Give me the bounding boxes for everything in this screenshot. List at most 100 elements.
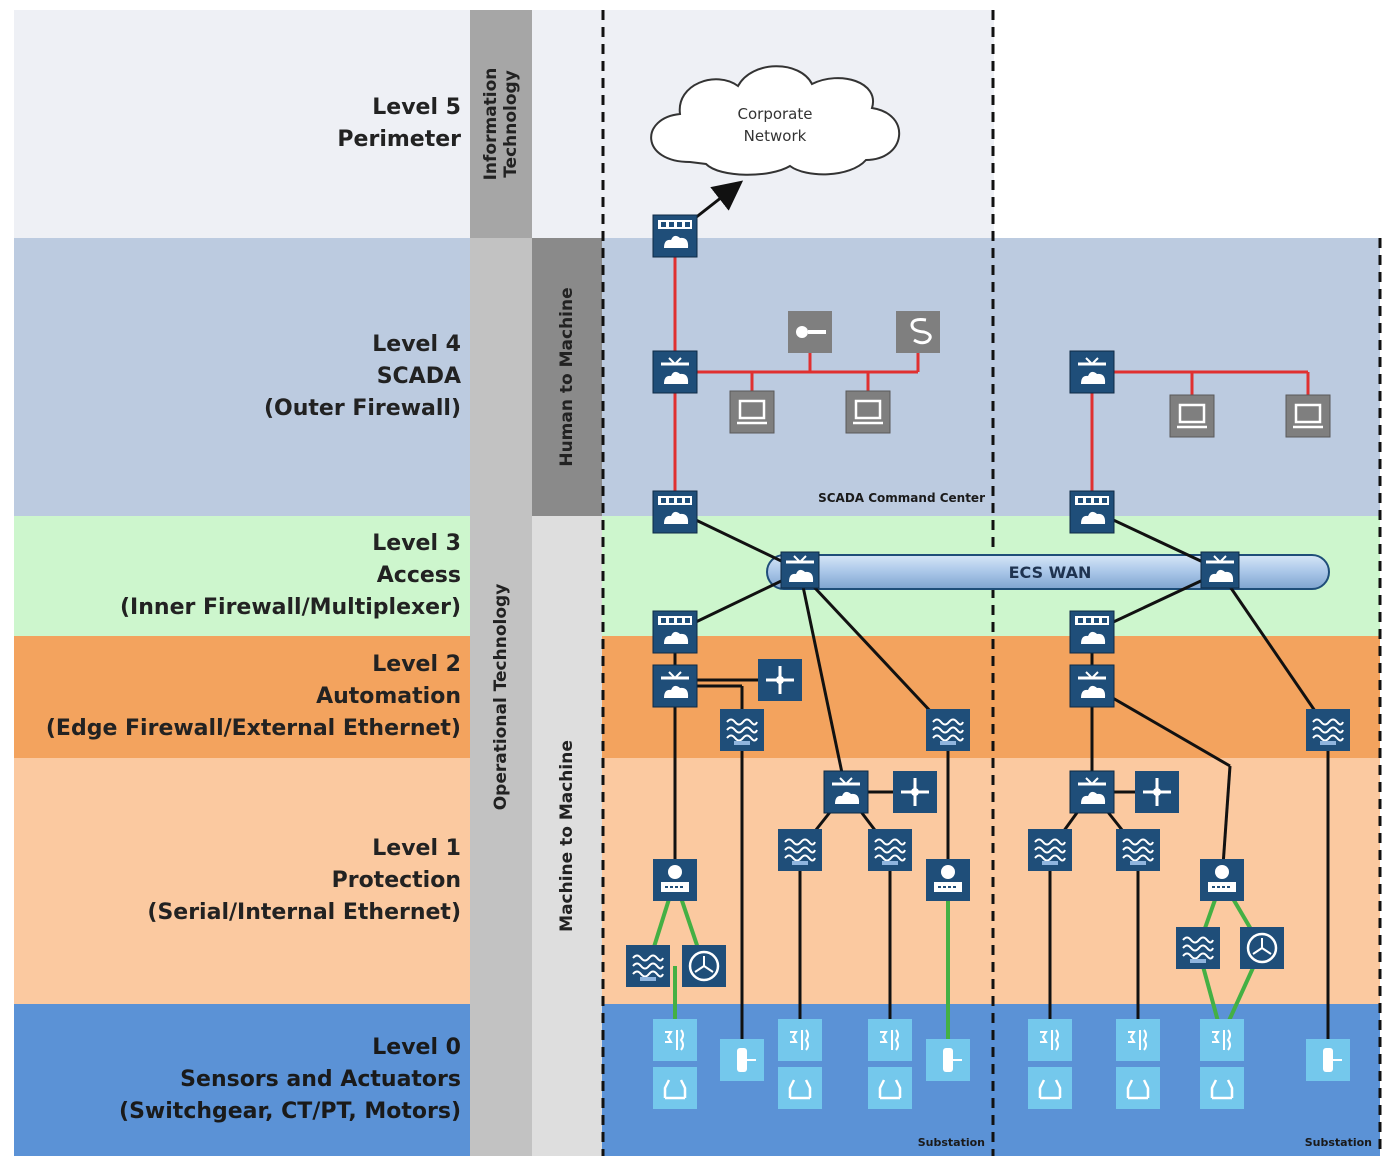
firewall-icon bbox=[652, 214, 698, 258]
level-5-label: Level 5 Perimeter bbox=[337, 92, 461, 156]
firewall-icon bbox=[652, 490, 698, 534]
wan-pipe-body bbox=[766, 554, 1330, 590]
workstation-icon bbox=[845, 390, 891, 434]
level-5-name: Perimeter bbox=[337, 127, 461, 152]
hub-icon bbox=[1135, 771, 1179, 813]
rtu-icon bbox=[653, 859, 697, 901]
workstation-icon bbox=[1169, 394, 1215, 438]
level-2-band: Level 2 Automation (Edge Firewall/Extern… bbox=[14, 636, 471, 758]
ct-sensor-icon bbox=[868, 1019, 912, 1061]
level-4-zone-bg bbox=[602, 238, 1380, 516]
ethernet-switch-icon bbox=[1116, 829, 1160, 871]
level-1-band: Level 1 Protection (Serial/Internal Ethe… bbox=[14, 758, 471, 1004]
router-icon bbox=[823, 770, 869, 814]
level-1-title: Level 1 bbox=[372, 836, 461, 861]
level-3-title: Level 3 bbox=[372, 531, 461, 556]
level-0-name: Sensors and Actuators bbox=[180, 1067, 461, 1092]
level-5-band: Level 5 Perimeter bbox=[14, 10, 471, 238]
level-3-label: Level 3 Access (Inner Firewall/Multiplex… bbox=[120, 528, 461, 624]
breaker-icon bbox=[1200, 1067, 1244, 1109]
firewall-icon bbox=[652, 610, 698, 654]
level-2-zone-bg bbox=[602, 636, 1380, 758]
rtu-icon bbox=[1200, 859, 1244, 901]
level-0-label: Level 0 Sensors and Actuators (Switchgea… bbox=[119, 1032, 461, 1128]
level-2-name: Automation bbox=[316, 684, 461, 709]
ecs-wan-pipe: ECS WAN bbox=[766, 554, 1330, 590]
level-1-detail: (Serial/Internal Ethernet) bbox=[147, 900, 461, 925]
it-spacer bbox=[532, 10, 602, 238]
level-2-label: Level 2 Automation (Edge Firewall/Extern… bbox=[46, 649, 461, 745]
substation-label-1: Substation bbox=[918, 1136, 985, 1149]
historian-icon bbox=[896, 311, 940, 353]
cloud-label-line-1: Corporate bbox=[738, 105, 813, 123]
devices-layer bbox=[626, 214, 1350, 1109]
motor-icon bbox=[720, 1039, 764, 1081]
ethernet-switch-icon bbox=[868, 829, 912, 871]
substation-label-2: Substation bbox=[1305, 1136, 1372, 1149]
router-icon bbox=[1069, 770, 1115, 814]
router-icon bbox=[652, 664, 698, 708]
level-1-label: Level 1 Protection (Serial/Internal Ethe… bbox=[147, 833, 461, 929]
router-icon bbox=[780, 551, 820, 589]
level-0-title: Level 0 bbox=[372, 1035, 461, 1060]
level-4-band: Level 4 SCADA (Outer Firewall) bbox=[14, 238, 471, 516]
operational-technology-column: Operational Technology bbox=[470, 238, 532, 1156]
network-link bbox=[1091, 684, 1231, 768]
level-4-title: Level 4 bbox=[372, 332, 461, 357]
level-0-band: Level 0 Sensors and Actuators (Switchgea… bbox=[14, 1004, 471, 1156]
level-2-title: Level 2 bbox=[372, 652, 461, 677]
firewall-icon bbox=[1069, 490, 1115, 534]
breaker-icon bbox=[1116, 1067, 1160, 1109]
clock-icon bbox=[1240, 927, 1284, 969]
workstation-icon bbox=[1285, 394, 1331, 438]
rtu-icon bbox=[926, 859, 970, 901]
scada-command-center-label: SCADA Command Center bbox=[818, 491, 985, 505]
level-1-name: Protection bbox=[331, 868, 461, 893]
ethernet-switch-icon bbox=[926, 709, 970, 751]
network-link bbox=[798, 571, 848, 793]
ethernet-switch-icon bbox=[720, 709, 764, 751]
ethernet-switch-icon bbox=[1176, 927, 1220, 969]
firewall-icon bbox=[1069, 610, 1115, 654]
level-2-detail: (Edge Firewall/External Ethernet) bbox=[45, 716, 461, 741]
router-icon bbox=[652, 350, 698, 394]
breaker-icon bbox=[653, 1067, 697, 1109]
wan-label: ECS WAN bbox=[1009, 563, 1092, 582]
level-0-zone-bg bbox=[602, 1004, 1380, 1156]
breaker-icon bbox=[868, 1067, 912, 1109]
ct-sensor-icon bbox=[778, 1019, 822, 1061]
ethernet-switch-icon bbox=[1306, 709, 1350, 751]
router-icon bbox=[1069, 664, 1115, 708]
level-4-label: Level 4 SCADA (Outer Firewall) bbox=[264, 329, 461, 425]
machine-to-machine-column: Machine to Machine bbox=[532, 516, 602, 1156]
motor-icon bbox=[926, 1039, 970, 1081]
level-3-detail: (Inner Firewall/Multiplexer) bbox=[120, 595, 461, 620]
cloud-shape bbox=[650, 65, 900, 176]
breaker-icon bbox=[778, 1067, 822, 1109]
ct-sensor-icon bbox=[653, 1019, 697, 1061]
network-link bbox=[798, 570, 950, 732]
key-server-icon bbox=[788, 311, 832, 353]
ct-sensor-icon bbox=[1116, 1019, 1160, 1061]
level-3-name: Access bbox=[376, 563, 461, 588]
level-4-detail: (Outer Firewall) bbox=[263, 396, 461, 421]
router-icon bbox=[1200, 551, 1240, 589]
level-0-detail: (Switchgear, CT/PT, Motors) bbox=[119, 1099, 461, 1124]
network-link bbox=[1218, 571, 1330, 731]
ethernet-switch-icon bbox=[1028, 829, 1072, 871]
level-5-title: Level 5 bbox=[372, 95, 461, 120]
ethernet-switch-icon bbox=[626, 945, 670, 987]
breaker-icon bbox=[1028, 1067, 1072, 1109]
ct-sensor-icon bbox=[1028, 1019, 1072, 1061]
information-technology-column: Information Technology bbox=[470, 10, 532, 238]
uplink-arrow bbox=[689, 180, 744, 224]
human-to-machine-column: Human to Machine bbox=[532, 238, 602, 516]
hub-icon bbox=[758, 659, 802, 701]
ethernet-switch-icon bbox=[778, 829, 822, 871]
corporate-network-cloud: Corporate Network bbox=[650, 65, 900, 176]
motor-icon bbox=[1306, 1039, 1350, 1081]
clock-icon bbox=[682, 945, 726, 987]
hub-icon bbox=[893, 771, 937, 813]
